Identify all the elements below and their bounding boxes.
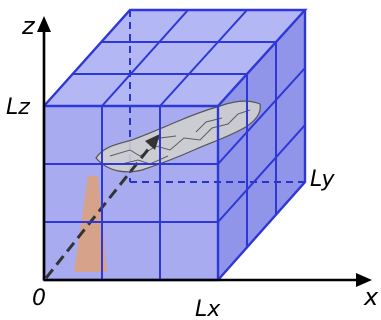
front-grid: [44, 106, 218, 280]
x-axis-arrowhead: [356, 273, 372, 287]
lz-label: Lz: [6, 95, 30, 120]
z-axis-label: z: [21, 12, 36, 40]
lx-label: Lx: [195, 297, 221, 320]
origin-label: 0: [32, 286, 46, 311]
guide-arrowhead: [145, 134, 160, 150]
z-axis-arrowhead: [37, 16, 51, 32]
right-grid: [217, 42, 306, 248]
top-grid: [73, 9, 276, 107]
object-texture: [109, 109, 251, 165]
cube-right-face: [218, 10, 305, 280]
x-axis-label: x: [363, 283, 379, 311]
ly-label: Ly: [310, 167, 335, 192]
